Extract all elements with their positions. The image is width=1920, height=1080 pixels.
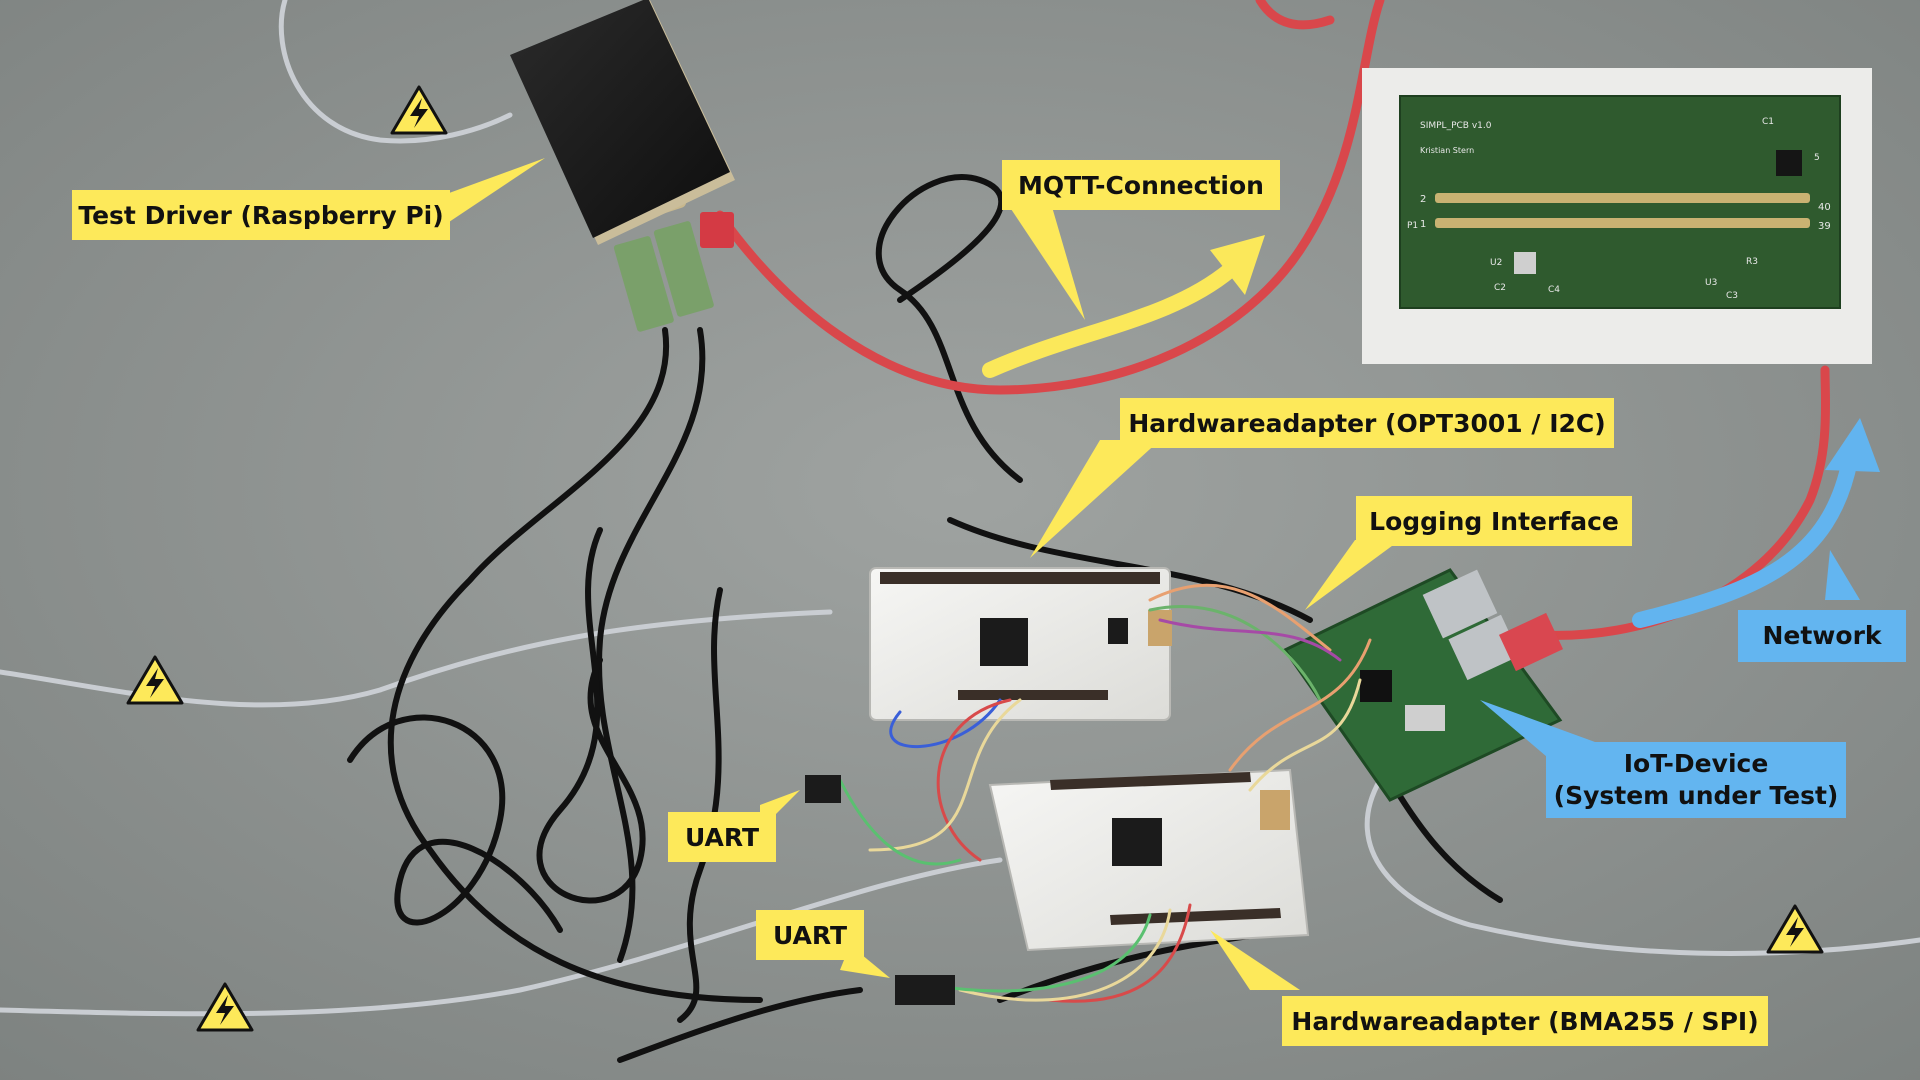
ethernet-cable-top: [1255, 0, 1335, 30]
high-voltage-warning-icon: [1766, 904, 1824, 954]
high-voltage-warning-icon: [390, 85, 448, 135]
label-hardwareadapter-opt3001: Hardwareadapter (OPT3001 / I2C): [1120, 398, 1614, 448]
power-cable-bottom: [0, 857, 1003, 1017]
label-logging-interface: Logging Interface: [1356, 496, 1632, 546]
pcb-header-pins: [1435, 193, 1810, 228]
nucleo-board-opt3001: [869, 567, 1172, 721]
pointer-hw-bma255: [1210, 930, 1300, 990]
label-uart-2: UART: [756, 910, 864, 960]
pcb-pin-2: 2: [1420, 194, 1426, 205]
label-network: Network: [1738, 610, 1906, 662]
callout-pointers: [430, 158, 1400, 990]
label-iot-device-line2: (System under Test): [1553, 781, 1839, 810]
mqtt-arrow-head: [1210, 235, 1265, 295]
pcb-pin-1: 1: [1420, 219, 1426, 230]
pcb-label-c3: C3: [1726, 291, 1738, 301]
pointer-network: [1825, 550, 1860, 600]
pointer-test-driver: [430, 158, 545, 228]
label-mqtt-connection: MQTT-Connection: [1002, 160, 1280, 210]
ethernet-cable-test-driver: [715, 0, 1385, 395]
uart-connector-1: [805, 775, 841, 803]
jumper-wires: [838, 583, 1372, 1003]
pcb-label-c5: 5: [1814, 153, 1820, 163]
pcb-title: SIMPL_PCB v1.0: [1420, 121, 1492, 131]
mqtt-arrow: [982, 262, 1238, 378]
high-voltage-warning-icon: [126, 655, 184, 705]
pcb-pin-39: 39: [1818, 221, 1831, 232]
label-iot-device-line1: IoT-Device: [1623, 749, 1769, 778]
pcb-author: Kristian Stern: [1420, 146, 1474, 155]
iot-device-board: [1282, 568, 1564, 802]
pointer-hw-opt3001: [1030, 440, 1160, 558]
pcb-label-c1: C1: [1762, 117, 1774, 127]
pcb-pin-40: 40: [1818, 202, 1831, 213]
pointer-logging: [1305, 540, 1400, 610]
power-cable-left: [0, 609, 833, 708]
nucleo-board-bma255: [988, 768, 1310, 952]
test-driver-raspberry-pi: [510, 0, 735, 332]
red-ethernet-cables: [715, 0, 1831, 640]
high-voltage-warning-icon-group: [126, 85, 1824, 1032]
pcb-label-r3: R3: [1746, 257, 1758, 267]
pcb-label-c4: C4: [1548, 285, 1560, 295]
network-arrow-head: [1825, 418, 1880, 472]
pcb-label-u3: U3: [1705, 278, 1717, 288]
label-iot-device: IoT-Device (System under Test): [1546, 742, 1846, 818]
high-voltage-warning-icon: [196, 982, 254, 1032]
label-test-driver: Test Driver (Raspberry Pi): [72, 190, 450, 240]
uart-connector-2: [895, 975, 955, 1005]
network-arrow: [1632, 452, 1858, 628]
sensor-pcb: SIMPL_PCB v1.0 Kristian Stern 2 P1 1 40 …: [1362, 68, 1872, 364]
pcb-label-p1: P1: [1407, 221, 1418, 231]
label-uart-1: UART: [668, 812, 776, 862]
pointer-mqtt: [1005, 200, 1085, 320]
ethernet-cable-iot: [1535, 365, 1831, 640]
label-hardwareadapter-bma255: Hardwareadapter (BMA255 / SPI): [1282, 996, 1768, 1046]
power-cable-pi: [278, 0, 513, 144]
pcb-label-u2: U2: [1490, 258, 1502, 268]
pcb-label-c2: C2: [1494, 283, 1506, 293]
